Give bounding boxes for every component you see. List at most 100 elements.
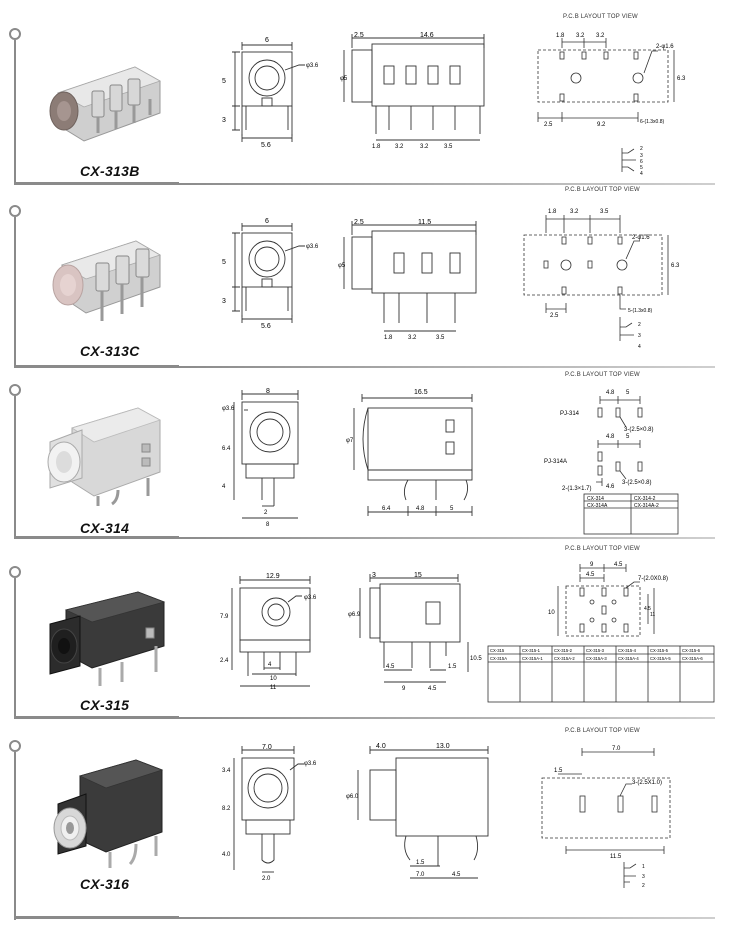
dimension-label: 6.4 (382, 506, 391, 512)
dimension-label: 2.5 (544, 122, 553, 128)
dimension-label: 11 (270, 685, 277, 690)
dimension-label: 13.0 (436, 743, 450, 750)
dimension-label: 8.2 (222, 806, 231, 812)
dim-width: 6 (265, 37, 269, 44)
model-name: CX-314 (80, 520, 130, 536)
dimension-label: 1.8 (384, 335, 393, 341)
dimension-label: 3.2 (420, 144, 429, 150)
dimension-label: CX-314A (587, 503, 608, 509)
dimension-label: 3.2 (596, 33, 605, 39)
dimension-label: CX-314 (587, 496, 604, 502)
dimension-label: 3-(2.5X1.0) (632, 780, 662, 786)
dimension-label: 4.6 (606, 484, 615, 490)
dimension-label: 6.4 (222, 446, 231, 452)
product-row-cx-313c: CX-313C 6 5 3 5.6 φ3.6 2.5 11.5 φ5 1.8 3… (0, 185, 730, 370)
dimension-label: 4.8 (416, 506, 425, 512)
dimension-label: 14.6 (420, 32, 434, 39)
dimension-label: CX-315-3 (586, 648, 605, 653)
dimension-label: CX-315-1 (522, 648, 541, 653)
model-name: CX-316 (80, 876, 130, 892)
bullet-ring-icon (9, 384, 21, 396)
pcb-layout-title: P.C.B LAYOUT TOP VIEW (565, 546, 640, 552)
dimension-label: CX-315-5 (650, 648, 669, 653)
dimension-label: 2 (640, 146, 643, 152)
dimension-label: 3.2 (576, 33, 585, 39)
frame-bottom-line (14, 536, 179, 539)
pcb-layout-title: P.C.B LAYOUT TOP VIEW (565, 187, 640, 193)
dimension-label: 4.5 (644, 606, 651, 612)
dimension-label: 3.5 (444, 144, 453, 150)
dimension-label: 2.5 (354, 219, 364, 226)
dimension-label: 3 (638, 333, 641, 339)
pcb-layout-drawing: 1.8 3.2 3.2 2-φ1.6 6.3 2.5 9.2 6-(1.3x0.… (537, 33, 686, 177)
dimension-label: 2 (638, 322, 641, 328)
dimension-label: 2-(1.3×1.7) (562, 486, 592, 492)
dimension-label: 9 (590, 562, 594, 568)
dimension-label: 3-(2.5×0.8) (622, 480, 652, 486)
dimension-label: CX-315A (490, 656, 507, 661)
dimension-label: 6 (640, 159, 643, 165)
frame-bottom-line (14, 365, 179, 368)
dimension-label: 11.5 (418, 219, 431, 226)
dimension-label: 4.0 (376, 743, 386, 750)
dimension-label: 7.9 (220, 614, 229, 620)
dimension-label: 5 (222, 259, 226, 266)
dimension-label: 2-φ1.6 (632, 235, 650, 241)
dimension-label: 3.5 (436, 335, 445, 341)
dimension-label: 3.4 (222, 768, 231, 774)
side-view-drawing: 3 15 φ6.9 10.5 4.5 1.5 9 4.5 (348, 572, 482, 692)
dimension-label: 12.9 (266, 573, 280, 580)
dimension-label: 3 (642, 874, 645, 880)
dimension-label: 1.8 (548, 209, 557, 215)
dimension-label: φ6.0 (346, 794, 359, 800)
bullet-ring-icon (9, 28, 21, 40)
dimension-label: 2.0 (262, 876, 271, 882)
dimension-label: 5 (626, 434, 630, 440)
dimension-label: 4 (268, 662, 272, 668)
dimension-label: 7.0 (612, 746, 621, 752)
side-view-drawing: 16.5 φ7 6.4 4.8 5 (346, 389, 473, 516)
product-photo-cx-315 (49, 591, 166, 686)
dimension-label: CX-315A-4 (618, 656, 639, 661)
dimension-label: 4.5 (452, 872, 461, 878)
frame-bottom-fade (170, 537, 715, 539)
frame-vertical-line (14, 578, 16, 718)
dimension-label: φ3.6 (304, 761, 317, 767)
dimension-label: φ5 (340, 76, 348, 82)
dimension-label: φ3.6 (222, 406, 235, 412)
dimension-label: 4.0 (222, 852, 231, 858)
dimension-label: φ3.6 (304, 595, 317, 601)
dimension-label: CX-314A-2 (634, 503, 659, 509)
dimension-label: 5 (450, 506, 454, 512)
pcb-layout-drawing: 9 4.5 4.5 7-(2.0X0.8) 10 4.5 11 CX-315 C… (487, 562, 715, 703)
dimension-label: 8 (266, 522, 270, 528)
dimension-label: φ6.9 (348, 612, 361, 618)
pcb-layout-drawing: 1.8 3.2 3.5 2-φ1.6 6.3 2.5 5-(1.3x0.8) 2… (523, 209, 680, 350)
dimension-label: CX-315 (490, 648, 505, 653)
side-view-drawing: 4.0 13.0 φ6.0 1.5 7.0 4.5 (346, 743, 489, 879)
dimension-label: 2 (642, 883, 645, 889)
dimension-label: 4.5 (428, 686, 437, 692)
dimension-label: 6-(1.3x0.8) (640, 119, 665, 125)
product-row-cx-313b: CX-313B 6 5 3 5.6 φ3.6 2.5 14.6 φ5 1.8 (0, 0, 730, 185)
dimension-label: 4.5 (614, 562, 623, 568)
dimension-label: 2.5 (550, 313, 559, 319)
dimension-label: 3-(2.5×0.8) (624, 427, 654, 433)
dim-pin-span: 5.6 (261, 142, 271, 149)
dimension-label: CX-315A-6 (682, 656, 703, 661)
product-row-cx-314: CX-314 8 φ3.6 6.4 4 2 8 16.5 φ7 6.4 (0, 370, 730, 542)
dimension-label: 4.8 (606, 390, 615, 396)
dimension-label: 5 (626, 390, 630, 396)
frame-bottom-fade (170, 366, 715, 368)
dimension-label: 1.5 (416, 860, 425, 866)
model-name: CX-313C (80, 343, 140, 359)
frame-vertical-line (14, 217, 16, 367)
dimension-label: 10 (548, 610, 555, 616)
dimension-label: CX-314-2 (634, 496, 656, 502)
bullet-ring-icon (9, 566, 21, 578)
dimension-label: 5 (640, 165, 643, 171)
frame-bottom-line (14, 916, 179, 919)
frame-vertical-line (14, 396, 16, 538)
product-row-cx-316: CX-316 7.0 3.4 8.2 4.0 2.0 φ3.6 4.0 13.0… (0, 720, 730, 930)
dim-diameter: φ3.6 (306, 63, 319, 69)
